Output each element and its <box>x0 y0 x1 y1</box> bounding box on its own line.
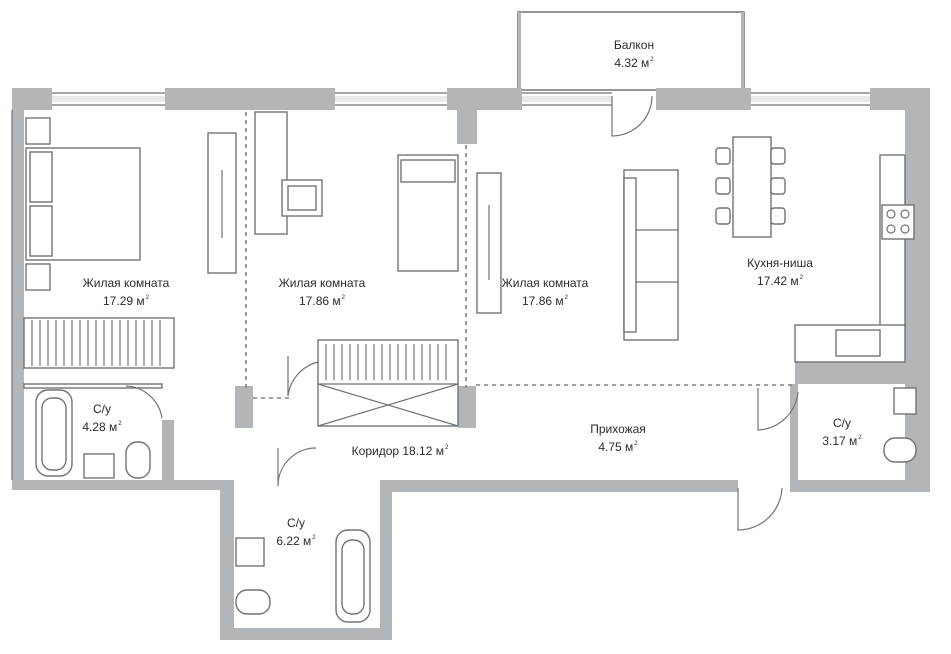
living-room-1-furniture <box>23 117 175 369</box>
corridor-wardrobe <box>317 339 459 427</box>
room-label-living-2: Жилая комната 17.86 м2 <box>278 276 366 308</box>
room-label-bathroom-3: С/у 3.17 м2 <box>822 416 862 448</box>
room-label-bathroom-2: С/у 6.22 м2 <box>276 516 316 548</box>
room-label-living-3: Жилая комната 17.86 м2 <box>501 276 589 308</box>
living-room-2-furniture <box>207 111 459 274</box>
room-dividers <box>245 112 795 399</box>
bathroom-3-fixtures <box>883 387 917 463</box>
room-label-living-1: Жилая комната 17.29 м2 <box>82 276 170 308</box>
room-label-balcony: Балкон 4.32 м2 <box>613 38 655 70</box>
room-label-kitchen: Кухня-ниша 17.42 м2 <box>747 256 813 288</box>
bathroom-2-fixtures <box>235 529 371 623</box>
room-label-corridor: Коридор 18.12 м2 <box>351 444 449 458</box>
exterior-walls <box>12 88 930 640</box>
doors <box>125 95 799 531</box>
room-label-hall: Прихожая 4.75 м2 <box>590 422 646 454</box>
windows <box>11 92 870 480</box>
kitchen-furniture <box>715 136 915 363</box>
room-label-bathroom-1: С/у 4.28 м2 <box>82 402 122 434</box>
living-room-3-furniture <box>476 169 679 341</box>
balcony <box>517 11 745 91</box>
bathroom-1-fixtures <box>23 383 163 479</box>
